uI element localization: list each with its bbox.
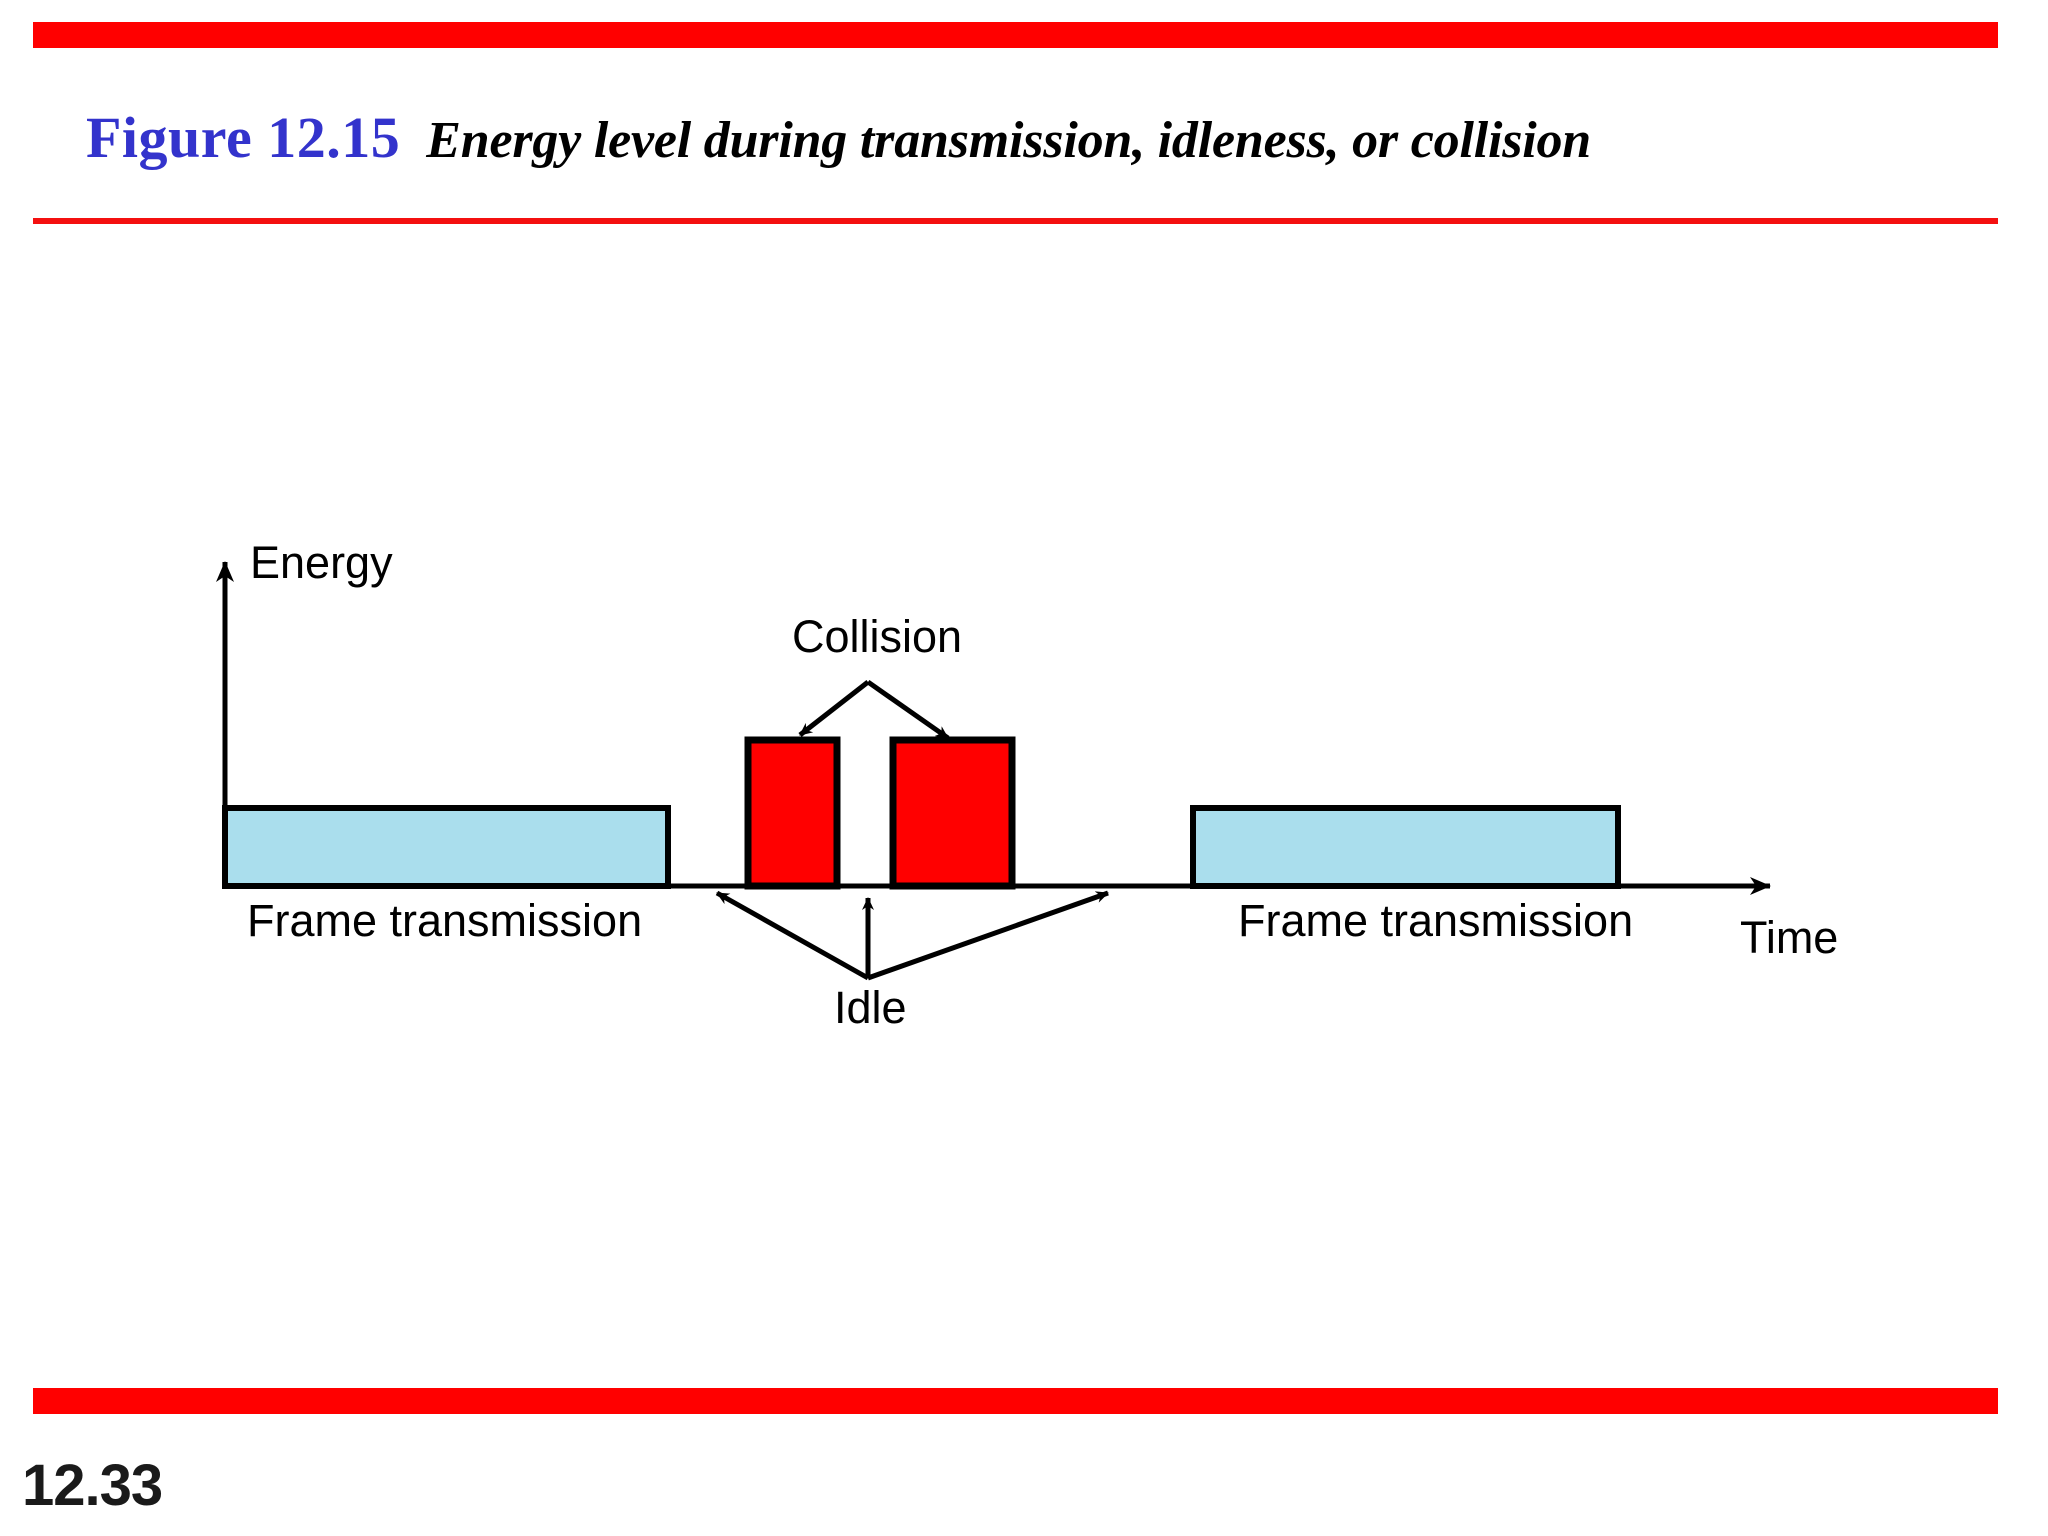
frame-transmission-bar-1 bbox=[222, 805, 671, 889]
top-accent-bar bbox=[33, 22, 1998, 48]
collision-label: Collision bbox=[792, 611, 963, 662]
figure-number: Figure 12.15 bbox=[86, 105, 401, 170]
figure-title: Energy level during transmission, idlene… bbox=[426, 112, 1591, 169]
figure-caption: Figure 12.15 Energy level during transmis… bbox=[86, 104, 1591, 171]
idle-callout-arrows bbox=[715, 890, 1109, 981]
page-number: 12.33 bbox=[22, 1453, 163, 1518]
x-axis-label: Time bbox=[1740, 912, 1839, 963]
collision-callout-arrows bbox=[798, 679, 950, 741]
y-axis-label: Energy bbox=[250, 537, 393, 588]
collision-bar-2 bbox=[889, 736, 1016, 890]
frame-transmission-bar-2 bbox=[1190, 805, 1621, 889]
frame-transmission-label-2: Frame transmission bbox=[1238, 895, 1634, 946]
bottom-accent-bar bbox=[33, 1388, 1998, 1414]
idle-label: Idle bbox=[834, 982, 907, 1033]
title-underline-bar bbox=[33, 218, 1998, 224]
collision-bar-1 bbox=[744, 736, 841, 890]
frame-transmission-label-1: Frame transmission bbox=[247, 895, 643, 946]
